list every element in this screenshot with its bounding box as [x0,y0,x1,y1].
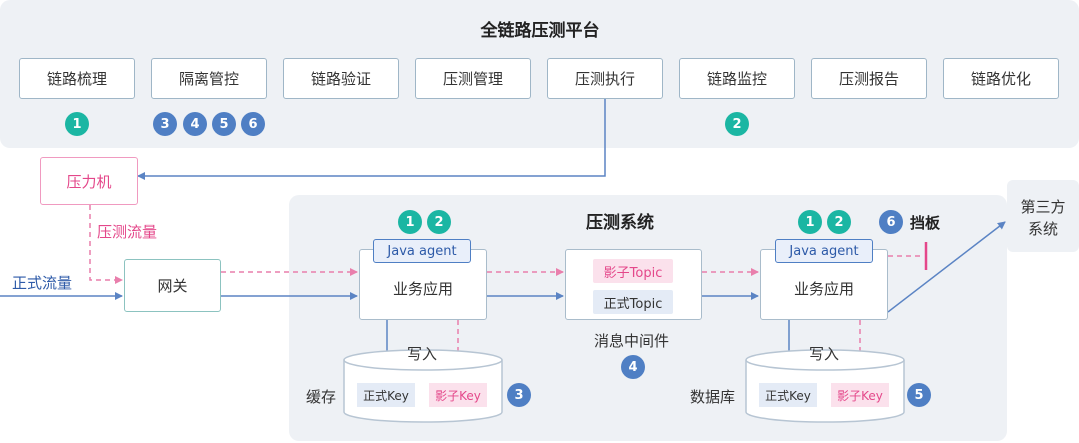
platform-title: 全链路压测平台 [480,21,600,41]
left-app-label: 业务应用 [392,280,453,298]
baffle-label: 挡板 [910,214,941,232]
db-label: 数据库 [690,388,736,406]
left-java-agent[interactable]: Java agent [373,239,471,263]
module-test-report[interactable]: 压测报告 [811,58,927,99]
pressure-machine-box[interactable]: 压力机 [40,157,138,205]
mq-badge-4: 4 [621,355,645,379]
db-formal-key: 正式Key [759,383,817,407]
formal-topic: 正式Topic [593,290,673,314]
baffle-badge-6: 6 [879,210,903,234]
module-test-execution[interactable]: 压测执行 [547,58,663,99]
badge-5: 5 [212,112,236,136]
badge-2: 2 [725,112,749,136]
right-app-badge-1: 1 [798,210,822,234]
cache-label: 缓存 [306,388,337,406]
third-party-panel [1007,180,1079,252]
module-link-sorting[interactable]: 链路梳理 [19,58,135,99]
system-title: 压测系统 [586,213,654,233]
right-app-badge-2: 2 [827,210,851,234]
module-link-verify[interactable]: 链路验证 [283,58,399,99]
right-java-agent[interactable]: Java agent [775,239,873,263]
left-app-badge-2: 2 [427,210,451,234]
mq-label: 消息中间件 [594,332,670,350]
cache-badge-3: 3 [507,383,531,407]
cache-write-label: 写入 [407,345,438,363]
right-app-label: 业务应用 [793,280,854,298]
module-isolation-control[interactable]: 隔离管控 [151,58,267,99]
third-party-label: 第三方系统 [1020,198,1066,238]
db-shadow-key: 影子Key [831,383,889,407]
module-link-optimize[interactable]: 链路优化 [943,58,1059,99]
cache-shadow-key: 影子Key [429,383,487,407]
cache-formal-key: 正式Key [357,383,415,407]
formal-flow-label: 正式流量 [12,274,73,292]
pressure-flow-label: 压测流量 [97,223,158,241]
gateway-box[interactable]: 网关 [124,259,221,312]
badge-6: 6 [241,112,265,136]
shadow-topic: 影子Topic [593,259,673,283]
badge-1: 1 [65,112,89,136]
module-test-management[interactable]: 压测管理 [415,58,531,99]
badge-4: 4 [183,112,207,136]
db-write-label: 写入 [809,345,840,363]
db-badge-5: 5 [907,383,931,407]
badge-3: 3 [153,112,177,136]
left-app-badge-1: 1 [398,210,422,234]
module-link-monitor[interactable]: 链路监控 [679,58,795,99]
